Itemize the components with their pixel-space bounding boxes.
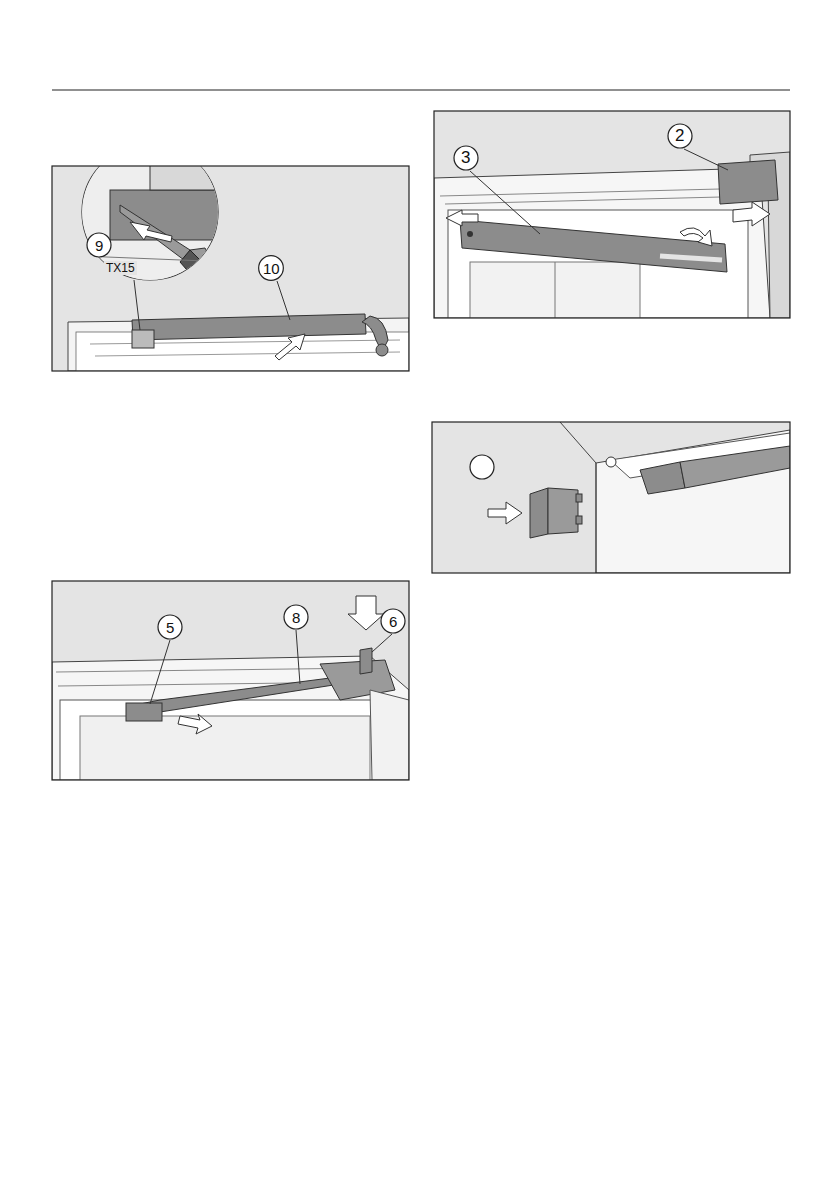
callout-number: 8 xyxy=(292,609,300,626)
callout-label: 9 xyxy=(95,237,103,254)
callout-circle xyxy=(87,233,111,257)
callout-circle xyxy=(470,455,494,479)
tool-label: TX15 xyxy=(104,261,137,275)
callout-circle xyxy=(158,615,182,639)
callout-number: 3 xyxy=(461,148,470,168)
callout-number: 9 xyxy=(95,237,103,254)
callout-number: 2 xyxy=(675,126,684,146)
callout-number: 10 xyxy=(263,260,280,277)
callout-number: 6 xyxy=(389,613,397,630)
callout-circles xyxy=(87,124,692,639)
panel-bracket-removal xyxy=(434,111,790,318)
callout-label: 10 xyxy=(263,260,280,277)
tool-size-text: TX15 xyxy=(104,261,137,275)
panel-latch-fitting xyxy=(52,581,409,780)
callout-number: 5 xyxy=(166,619,174,636)
callout-label: 5 xyxy=(166,619,174,636)
callout-label: 3 xyxy=(461,148,470,168)
callout-label: 6 xyxy=(389,613,397,630)
callout-circle xyxy=(259,256,284,281)
header-rule xyxy=(52,89,790,90)
callout-label: 8 xyxy=(292,609,300,626)
panel-cover-fitting xyxy=(432,422,790,573)
callout-label: 2 xyxy=(675,126,684,146)
callout-circle xyxy=(454,146,478,170)
callout-circle xyxy=(381,609,405,633)
callout-circle xyxy=(284,605,308,629)
panel-bar-removal xyxy=(52,166,409,371)
callout-circle xyxy=(668,124,692,148)
